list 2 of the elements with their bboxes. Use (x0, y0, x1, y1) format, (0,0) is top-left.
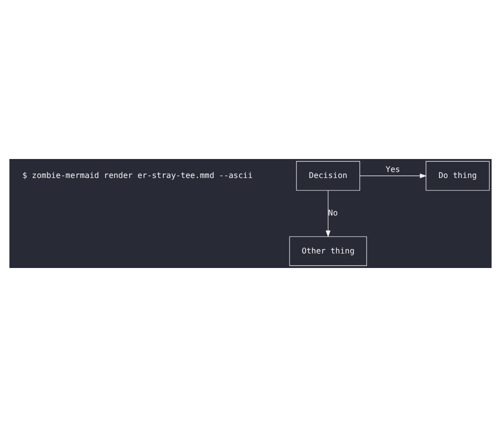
arrow (360, 172, 427, 178)
arrow (326, 190, 331, 237)
